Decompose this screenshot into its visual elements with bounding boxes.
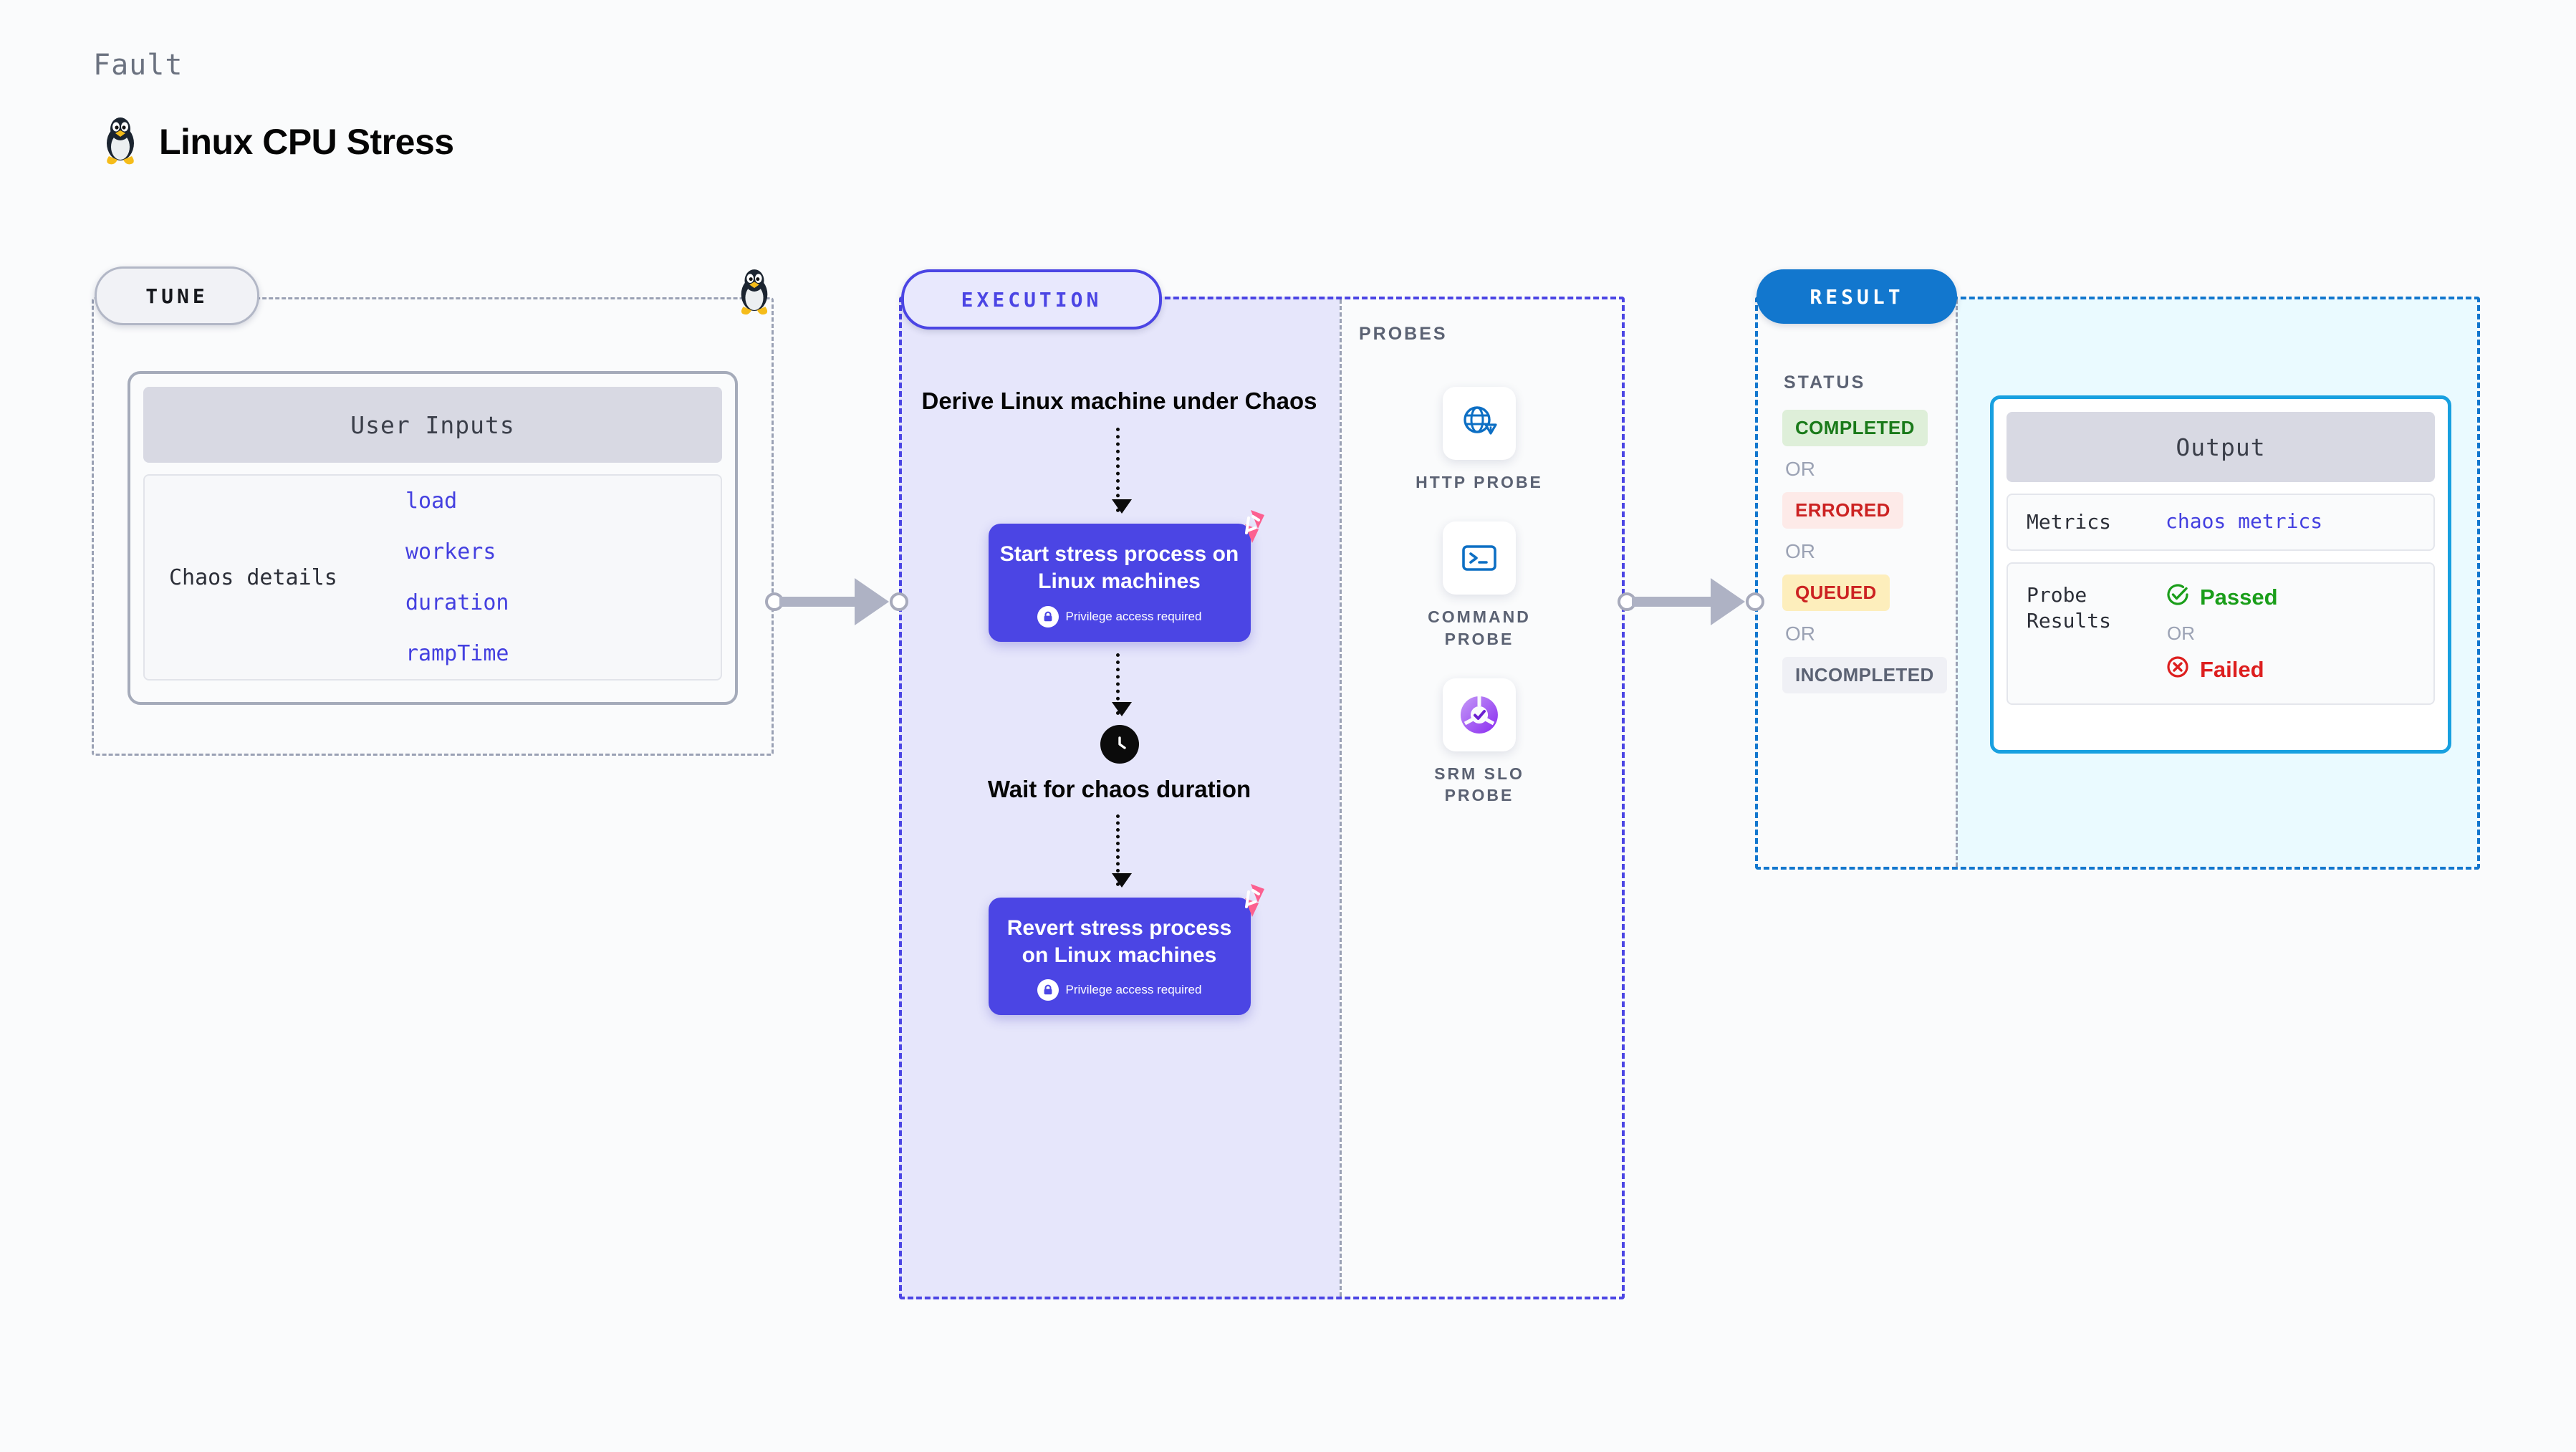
connector-handle-right bbox=[1746, 592, 1764, 611]
result-status-output-divider bbox=[1956, 299, 1958, 867]
probe-result-failed-label: Failed bbox=[2200, 656, 2264, 682]
connector-arrowhead bbox=[855, 578, 889, 625]
status-or: OR bbox=[1785, 540, 1815, 562]
probe-label: HTTP PROBE bbox=[1416, 473, 1543, 491]
output-probe-values: Passed OR Failed bbox=[2166, 582, 2278, 685]
x-circle-icon bbox=[2166, 655, 2190, 685]
result-panel bbox=[1755, 297, 2480, 870]
page-eyebrow: Fault bbox=[93, 49, 183, 82]
execution-probes-panel bbox=[899, 297, 1625, 1299]
probe-srm-slo[interactable]: SRM SLO PROBE bbox=[1397, 678, 1562, 807]
terminal-icon bbox=[1443, 521, 1516, 595]
connector-execution-to-result bbox=[1618, 578, 1764, 625]
probe-command[interactable]: COMMAND PROBE bbox=[1397, 521, 1562, 650]
probe-label: SRM SLO PROBE bbox=[1434, 764, 1524, 805]
status-list: COMPLETED OR ERRORED OR QUEUED OR INCOMP… bbox=[1782, 410, 1947, 693]
connector-shaft bbox=[779, 597, 876, 607]
harness-logo-icon bbox=[1229, 508, 1267, 545]
probe-result-passed-label: Passed bbox=[2200, 584, 2278, 610]
probe-label: COMMAND PROBE bbox=[1428, 607, 1531, 648]
flow-arrow-1 bbox=[1112, 427, 1132, 514]
user-inputs-title: User Inputs bbox=[143, 387, 722, 463]
connector-shaft bbox=[1632, 597, 1732, 607]
probe-result-passed: Passed bbox=[2166, 582, 2278, 612]
linux-penguin-icon bbox=[735, 266, 774, 319]
exec-node-start-stress[interactable]: Start stress process on Linux machines P… bbox=[988, 509, 1264, 642]
exec-node-privilege-note: Privilege access required bbox=[1000, 979, 1239, 1001]
probe-http[interactable]: HTTP PROBE bbox=[1416, 387, 1543, 493]
flow-step-wait-label: Wait for chaos duration bbox=[987, 775, 1251, 802]
output-metrics-row: Metrics chaos metrics bbox=[2007, 494, 2435, 551]
exec-node-note-text: Privilege access required bbox=[1065, 983, 1202, 997]
probes-title: PROBES bbox=[1359, 324, 1448, 344]
output-metrics-value[interactable]: chaos metrics bbox=[2166, 509, 2323, 533]
status-badge-queued: QUEUED bbox=[1782, 574, 1890, 611]
chaos-details-row: Chaos details load workers duration ramp… bbox=[143, 474, 722, 681]
status-title: STATUS bbox=[1784, 372, 1866, 393]
exec-node-title: Revert stress process on Linux machines bbox=[1006, 915, 1232, 967]
lock-icon bbox=[1037, 605, 1059, 628]
execution-badge[interactable]: EXECUTION bbox=[901, 269, 1162, 330]
flow-arrow-2 bbox=[1112, 653, 1132, 716]
chaos-param-load[interactable]: load bbox=[405, 489, 458, 514]
globe-warning-icon bbox=[1442, 387, 1516, 460]
chaos-param-workers[interactable]: workers bbox=[405, 539, 496, 564]
output-title: Output bbox=[2007, 412, 2435, 482]
status-badge-incompleted: INCOMPLETED bbox=[1782, 657, 1947, 693]
chaos-details-label: Chaos details bbox=[169, 564, 337, 590]
chaos-param-duration[interactable]: duration bbox=[405, 590, 509, 615]
status-badge-errored: ERRORED bbox=[1782, 492, 1903, 529]
execution-flow: Derive Linux machine under Chaos Start s… bbox=[917, 387, 1322, 1016]
chaos-param-ramptime[interactable]: rampTime bbox=[405, 641, 509, 666]
check-circle-icon bbox=[2166, 582, 2190, 612]
user-inputs-card: User Inputs Chaos details load workers d… bbox=[128, 371, 738, 705]
probe-result-failed: Failed bbox=[2166, 655, 2278, 685]
linux-penguin-icon bbox=[100, 115, 140, 168]
probe-result-or: OR bbox=[2167, 622, 2195, 644]
harness-logo-icon bbox=[1229, 882, 1267, 919]
chaos-params-list: load workers duration rampTime bbox=[405, 489, 509, 666]
page-title: Linux CPU Stress bbox=[159, 121, 454, 162]
exec-node-privilege-note: Privilege access required bbox=[1000, 605, 1239, 628]
exec-node-title: Start stress process on Linux machines bbox=[999, 542, 1239, 594]
tune-badge[interactable]: TUNE bbox=[95, 266, 259, 325]
output-metrics-key: Metrics bbox=[2027, 510, 2112, 534]
flow-step-derive-label: Derive Linux machine under Chaos bbox=[921, 388, 1317, 414]
connector-tune-to-execution bbox=[765, 578, 908, 625]
flow-arrow-3 bbox=[1112, 814, 1132, 888]
connector-arrowhead bbox=[1711, 578, 1745, 625]
execution-probes-divider bbox=[1340, 299, 1342, 1297]
result-badge[interactable]: RESULT bbox=[1756, 269, 1957, 324]
status-or: OR bbox=[1785, 458, 1815, 480]
exec-node-revert-stress[interactable]: Revert stress process on Linux machines … bbox=[988, 883, 1264, 1016]
lock-icon bbox=[1037, 979, 1059, 1001]
slo-donut-icon bbox=[1443, 678, 1516, 752]
connector-handle-right bbox=[890, 592, 908, 611]
clock-icon bbox=[1100, 724, 1139, 764]
tune-panel bbox=[92, 297, 774, 756]
status-or: OR bbox=[1785, 622, 1815, 645]
exec-node-note-text: Privilege access required bbox=[1065, 609, 1202, 623]
page-title-row: Linux CPU Stress bbox=[100, 115, 454, 168]
status-badge-completed: COMPLETED bbox=[1782, 410, 1928, 446]
probes-list: HTTP PROBE COMMAND PROBE bbox=[1361, 387, 1597, 807]
